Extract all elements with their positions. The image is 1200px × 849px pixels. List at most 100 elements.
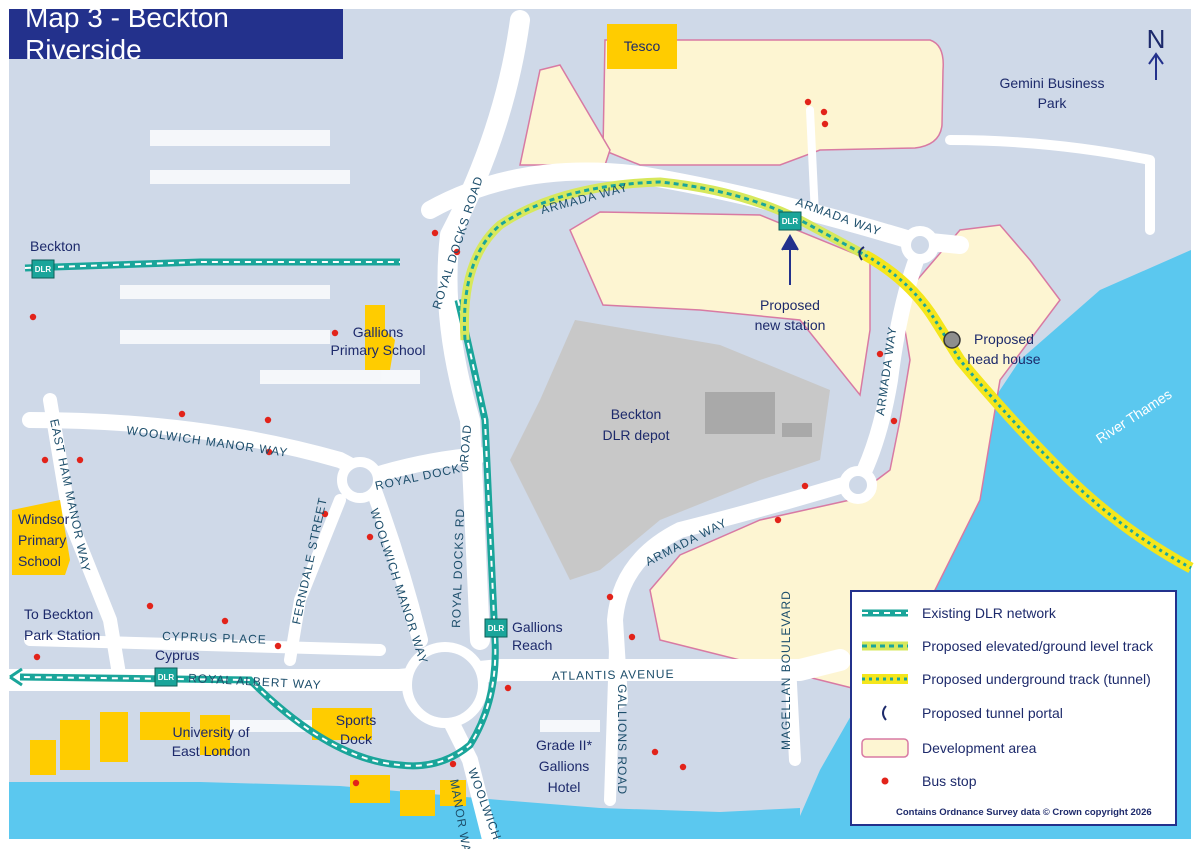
bus-stop (265, 448, 273, 456)
bus-stop (804, 98, 812, 106)
proposed-elevated-center (462, 180, 866, 341)
bus-stop (679, 763, 687, 771)
road-label-gallions-road: GALLIONS ROAD (615, 684, 629, 795)
roundabout-armada-south (839, 466, 877, 504)
dlr-badges: DLR DLR DLR DLR (31, 211, 802, 687)
uel-building (400, 790, 435, 816)
dlr-badge-label: DLR (158, 673, 175, 682)
label-gemini-line2: Park (1038, 95, 1068, 111)
label-windsor-line1: Windsor (18, 511, 70, 527)
legend-row-proposed-elevated: Proposed elevated/ground level track (860, 635, 1153, 657)
label-windsor-line3: School (18, 553, 61, 569)
housing-block (260, 370, 420, 384)
road-magellan-boulevard (784, 659, 801, 766)
bus-stop (431, 229, 439, 237)
bus-stop (876, 350, 884, 358)
development-area-central (569, 211, 871, 397)
legend-existing-dlr-icon (862, 609, 908, 617)
label-sports-dock-line2: Dock (340, 731, 373, 747)
road-ferndale-street (284, 494, 346, 666)
bus-stop (352, 779, 360, 787)
label-uel-line1: University of (172, 724, 249, 740)
roundabout-woolwich-manor (337, 457, 383, 503)
dlr-badge-label: DLR (35, 265, 52, 274)
road-royal-albert-way (0, 649, 851, 691)
depot-building (705, 392, 775, 434)
label-gallions-school-line1: Gallions (353, 324, 404, 340)
bus-stop (178, 410, 186, 418)
proposed-underground-track (862, 250, 1194, 573)
uel-building (350, 775, 390, 803)
roundabouts (337, 226, 939, 728)
housing-blocks (120, 130, 600, 732)
tesco-building (607, 24, 677, 69)
uel-building (100, 712, 128, 762)
dlr-badge-label: DLR (488, 624, 505, 633)
proposed-station-arrow-icon (781, 233, 799, 285)
label-tesco: Tesco (624, 38, 661, 54)
development-area-north (602, 39, 944, 166)
bus-stop (774, 516, 782, 524)
beckton-dlr-depot (510, 320, 830, 580)
road-gallions-road (604, 644, 621, 806)
legend-development-area-icon (861, 738, 909, 758)
gallions-school-building (365, 305, 395, 370)
bus-stop (821, 120, 829, 128)
label-beckton: Beckton (30, 238, 81, 254)
legend-proposed-underground-icon (862, 674, 908, 684)
existing-dlr-network (19, 258, 499, 770)
bus-stop (264, 416, 272, 424)
label-gallions-reach-line2: Reach (512, 637, 552, 653)
roundabout-royal-albert (402, 642, 488, 728)
bus-stop (890, 417, 898, 425)
map-title: Map 3 - Beckton Riverside (9, 2, 343, 65)
label-head-house-line2: head house (967, 351, 1040, 367)
legend-bus-stop-label: Bus stop (922, 773, 977, 789)
uel-building (440, 780, 466, 806)
label-proposed-station-line2: new station (755, 317, 826, 333)
proposed-tunnel-center (864, 253, 1192, 570)
label-gallions-reach-line1: Gallions (512, 619, 563, 635)
housing-block (120, 330, 330, 344)
housing-block (540, 720, 600, 732)
bus-stop (453, 248, 461, 256)
north-arrow-icon (1148, 52, 1164, 80)
legend-development-area-label: Development area (922, 740, 1037, 756)
north-label: N (1147, 24, 1166, 54)
bus-stop (331, 329, 339, 337)
bus-stop (449, 760, 457, 768)
uel-building (140, 712, 190, 740)
legend-existing-dlr-label: Existing DLR network (922, 605, 1056, 621)
proposed-elevated-track (459, 177, 868, 341)
legend-bus-stop-icon (881, 777, 889, 785)
label-proposed-station-line1: Proposed (760, 297, 820, 313)
label-windsor-line2: Primary (18, 532, 66, 548)
label-cyprus: Cyprus (155, 647, 199, 663)
bus-stop (801, 482, 809, 490)
legend-row-development-area: Development area (860, 737, 1036, 759)
depot-building (782, 423, 812, 437)
label-head-house-line1: Proposed (974, 331, 1034, 347)
road-station-spur (806, 106, 819, 219)
label-to-beckton-park-line2: Park Station (24, 627, 100, 643)
development-area-northwest (519, 64, 611, 166)
dlr-badge-beckton: DLR (31, 259, 55, 279)
legend-row-proposed-underground: Proposed underground track (tunnel) (860, 668, 1151, 690)
label-gemini-line1: Gemini Business (999, 75, 1104, 91)
legend-tunnel-portal-label: Proposed tunnel portal (922, 705, 1063, 721)
legend-row-bus-stop: Bus stop (860, 770, 976, 792)
bus-stop (366, 533, 374, 541)
dlr-badge-label: DLR (782, 217, 799, 226)
copyright-note: Contains Ordnance Survey data © Crown co… (896, 807, 1152, 818)
label-grade-ii-line3: Hotel (548, 779, 581, 795)
bus-stop (820, 108, 828, 116)
road-label-atlantis-avenue: ATLANTIS AVENUE (552, 667, 675, 683)
label-gallions-school-line2: Primary School (331, 342, 426, 358)
legend-proposed-elevated-label: Proposed elevated/ground level track (922, 638, 1154, 654)
bus-stop (504, 684, 512, 692)
label-uel-line2: East London (172, 743, 251, 759)
road-label-royal-albert-way: ROYAL ALBERT WAY (188, 671, 322, 692)
uel-building (30, 740, 56, 775)
map-title-text: Map 3 - Beckton Riverside (25, 2, 229, 65)
